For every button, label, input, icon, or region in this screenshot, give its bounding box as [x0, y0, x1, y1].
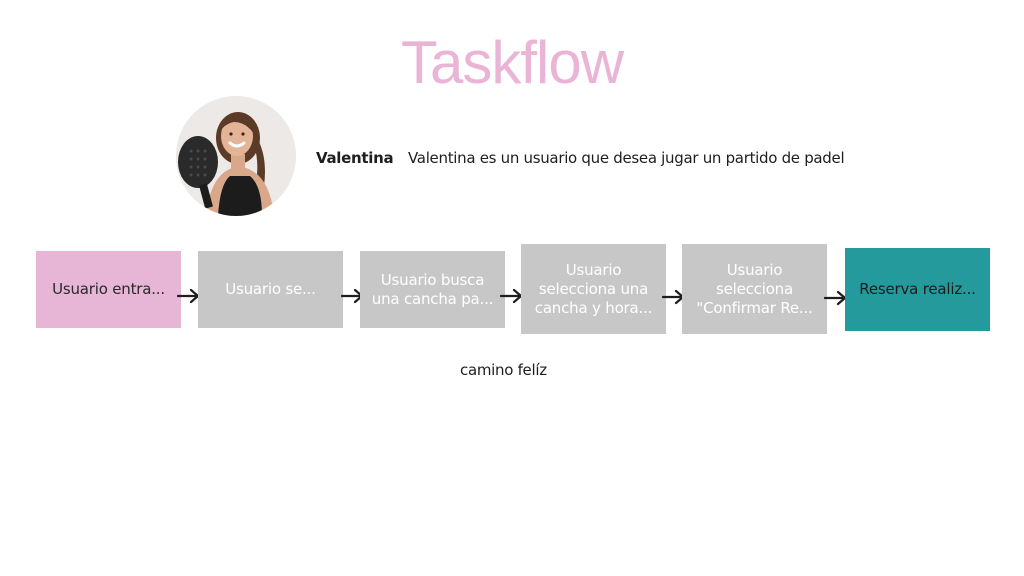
persona-avatar [176, 96, 296, 216]
flow-step-2[interactable]: Usuario se... [198, 251, 343, 328]
flow-step-3[interactable]: Usuario busca una cancha pa... [360, 251, 505, 328]
flow-step-1[interactable]: Usuario entra... [36, 251, 181, 328]
flow-step-label: Usuario busca una cancha pa... [371, 270, 494, 308]
flow-step-label: Usuario se... [225, 280, 316, 298]
persona-name: Valentina [316, 149, 394, 167]
persona-description: Valentina es un usuario que desea jugar … [408, 149, 845, 167]
page-title: Taskflow [400, 29, 624, 96]
flow-step-5[interactable]: Usuario selecciona "Confirmar Re... [682, 244, 827, 334]
flow-caption: camino felíz [460, 361, 547, 379]
flow-step-label: Usuario selecciona una cancha y hora... [534, 260, 653, 317]
flow-step-6[interactable]: Reserva realiz... [845, 248, 990, 331]
person-with-padel-racket-icon [176, 96, 296, 216]
flow-step-label: Usuario selecciona "Confirmar Re... [696, 260, 813, 317]
flow-step-label: Reserva realiz... [859, 280, 976, 298]
flow-step-4[interactable]: Usuario selecciona una cancha y hora... [521, 244, 666, 334]
flow-step-label: Usuario entra... [52, 280, 165, 298]
